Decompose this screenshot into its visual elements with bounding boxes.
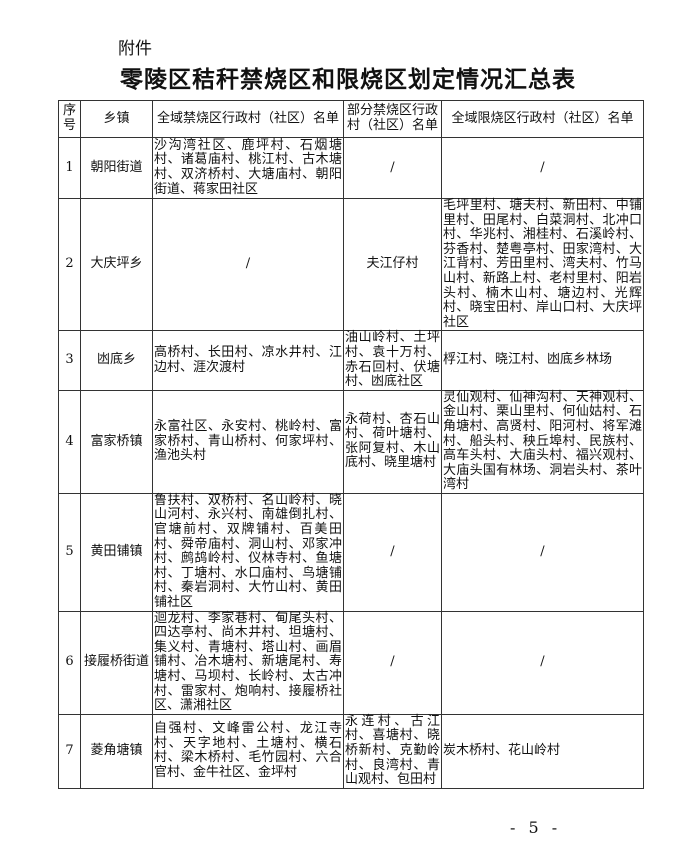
row-full-limit: 灵仙观村、仙神沟村、天神观村、金山村、栗山里村、何仙姑村、石角塘村、高贤村、阳河… bbox=[441, 389, 644, 494]
row-full-ban: / bbox=[152, 197, 344, 332]
row-no: 2 bbox=[58, 197, 81, 332]
document-title: 零陵区秸秆禁烧区和限烧区划定情况汇总表 bbox=[120, 66, 576, 93]
row-full-ban: 永富社区、永安村、桃岭村、富家桥村、青山桥村、何家坪村、渔池头村 bbox=[152, 389, 344, 494]
header-full-limit: 全域限烧区行政村（社区）名单 bbox=[441, 100, 644, 138]
summary-table: 序号 乡镇 全域禁烧区行政村（社区）名单 部分禁烧区行政村（社区）名单 全域限烧… bbox=[58, 100, 644, 789]
row-partial-ban: 永荷村、杏石山村、荷叶塘村、张阿复村、木山底村、晓里塘村 bbox=[343, 389, 442, 494]
header-partial-ban: 部分禁烧区行政村（社区）名单 bbox=[343, 100, 442, 138]
row-full-limit: / bbox=[441, 492, 644, 612]
table-row: 1 朝阳街道 沙沟湾社区、鹿坪村、石烟塘村、诸葛庙村、桃江村、古木塘村、双济桥村… bbox=[58, 137, 644, 199]
table-row: 4 富家桥镇 永富社区、永安村、桃岭村、富家桥村、青山桥村、何家坪村、渔池头村 … bbox=[58, 389, 644, 494]
row-no: 1 bbox=[58, 137, 81, 199]
row-town: 菱角塘镇 bbox=[80, 713, 153, 789]
table-row: 3 凼底乡 高桥村、长田村、凉水井村、江边村、涯次渡村 油山岭村、土坪村、袁十万… bbox=[58, 330, 644, 391]
row-partial-ban: 油山岭村、土坪村、袁十万村、赤石回村、伏塘村、凼底社区 bbox=[343, 330, 442, 391]
header-town: 乡镇 bbox=[80, 100, 153, 138]
row-full-ban: 沙沟湾社区、鹿坪村、石烟塘村、诸葛庙村、桃江村、古木塘村、双济桥村、大塘庙村、朝… bbox=[152, 137, 344, 199]
row-full-ban: 迴龙村、李家巷村、甸尾头村、四达亭村、尚木井村、坦塘村、集义村、青塘村、塔山村、… bbox=[152, 610, 344, 715]
row-no: 4 bbox=[58, 389, 81, 494]
row-town: 大庆坪乡 bbox=[80, 197, 153, 332]
row-full-limit: 毛坪里村、塘夫村、新田村、中铺里村、田尾村、白菜洞村、北冲口村、华兆村、湘桂村、… bbox=[441, 197, 644, 332]
row-town: 朝阳街道 bbox=[80, 137, 153, 199]
row-no: 3 bbox=[58, 330, 81, 391]
row-no: 7 bbox=[58, 713, 81, 789]
row-full-limit: / bbox=[441, 610, 644, 715]
row-full-limit: 炭木桥村、花山岭村 bbox=[441, 713, 644, 789]
row-town: 接履桥街道 bbox=[80, 610, 153, 715]
table-row: 2 大庆坪乡 / 夫江仔村 毛坪里村、塘夫村、新田村、中铺里村、田尾村、白菜洞村… bbox=[58, 197, 644, 332]
row-no: 5 bbox=[58, 492, 81, 612]
row-full-ban: 鲁扶村、双桥村、名山岭村、晓山河村、永兴村、南雄倒扎村、官塘前村、双牌铺村、百美… bbox=[152, 492, 344, 612]
page-number: - 5 - bbox=[510, 818, 562, 837]
attachment-label: 附件 bbox=[118, 39, 152, 59]
table-row: 7 菱角塘镇 自强村、文峰雷公村、龙江寺村、天字地村、土塘村、横石村、梁木桥村、… bbox=[58, 713, 644, 789]
row-partial-ban: / bbox=[343, 610, 442, 715]
table-row: 5 黄田铺镇 鲁扶村、双桥村、名山岭村、晓山河村、永兴村、南雄倒扎村、官塘前村、… bbox=[58, 492, 644, 612]
header-full-ban: 全域禁烧区行政村（社区）名单 bbox=[152, 100, 344, 138]
table-row: 6 接履桥街道 迴龙村、李家巷村、甸尾头村、四达亭村、尚木井村、坦塘村、集义村、… bbox=[58, 610, 644, 715]
row-partial-ban: / bbox=[343, 137, 442, 199]
header-no: 序号 bbox=[58, 100, 81, 138]
row-full-ban: 高桥村、长田村、凉水井村、江边村、涯次渡村 bbox=[152, 330, 344, 391]
row-no: 6 bbox=[58, 610, 81, 715]
row-town: 富家桥镇 bbox=[80, 389, 153, 494]
row-partial-ban: 永连村、古江村、喜塘村、晓桥新村、克勤岭村、良湾村、青山观村、包田村 bbox=[343, 713, 442, 789]
row-full-ban: 自强村、文峰雷公村、龙江寺村、天字地村、土塘村、横石村、梁木桥村、毛竹园村、六合… bbox=[152, 713, 344, 789]
row-full-limit: / bbox=[441, 137, 644, 199]
row-full-limit: 桴江村、晓江村、凼底乡林场 bbox=[441, 330, 644, 391]
header-row: 序号 乡镇 全域禁烧区行政村（社区）名单 部分禁烧区行政村（社区）名单 全域限烧… bbox=[58, 100, 644, 138]
row-partial-ban: 夫江仔村 bbox=[343, 197, 442, 332]
row-town: 凼底乡 bbox=[80, 330, 153, 391]
row-partial-ban: / bbox=[343, 492, 442, 612]
row-town: 黄田铺镇 bbox=[80, 492, 153, 612]
